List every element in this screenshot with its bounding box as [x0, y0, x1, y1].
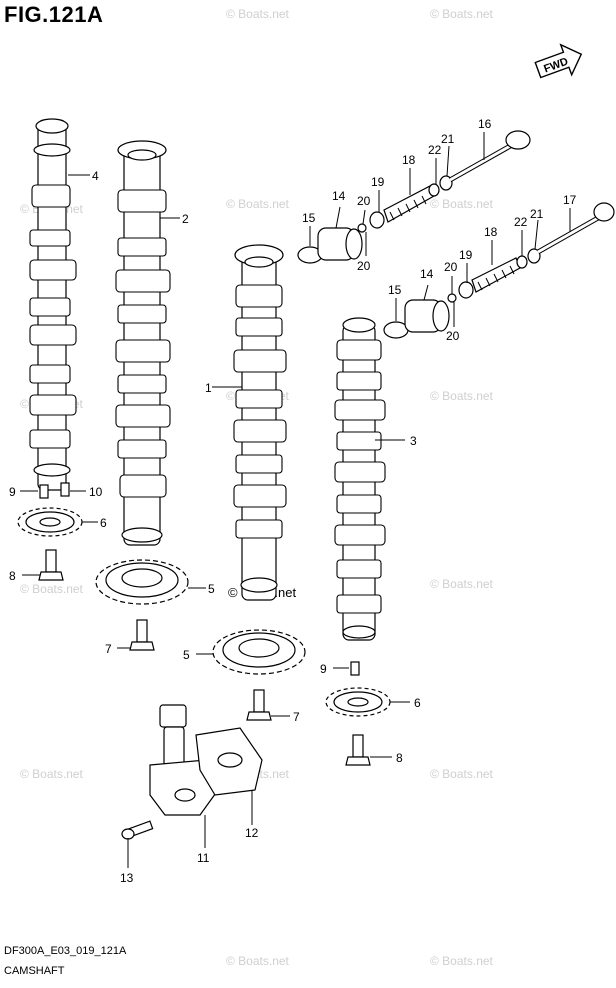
callout-18: 18	[484, 225, 498, 239]
camshaft-4	[29, 118, 77, 491]
footer-name: CAMSHAFT	[4, 965, 65, 977]
callout-22: 22	[428, 143, 442, 157]
callout-7: 7	[293, 710, 300, 724]
callout-16: 16	[478, 117, 492, 131]
watermark: © Boats.net	[430, 954, 494, 968]
retainer-19	[369, 211, 385, 229]
callout-10: 10	[89, 485, 103, 499]
callout-5: 5	[183, 648, 190, 662]
callout-14: 14	[420, 267, 434, 281]
sprocket-6-left	[17, 507, 83, 537]
figure-title: FIG.121A	[4, 2, 104, 27]
callout-2: 2	[182, 212, 189, 226]
valve-train-upper	[297, 130, 531, 264]
callout-8: 8	[396, 751, 403, 765]
leader-lines	[20, 132, 571, 868]
watermark: © Boats.net	[430, 7, 494, 21]
seal-22-lower	[516, 255, 528, 269]
callout-18: 18	[402, 153, 416, 167]
callout-20: 20	[357, 194, 371, 208]
watermark: © Boats.net	[430, 389, 494, 403]
callout-1: 1	[205, 381, 212, 395]
sprocket-5-center	[212, 629, 306, 675]
seal-22	[428, 183, 440, 197]
valve-17	[593, 202, 615, 222]
callout-15: 15	[302, 211, 316, 225]
callout-8: 8	[9, 569, 16, 583]
callout-11: 11	[197, 851, 210, 865]
callout-9: 9	[320, 662, 327, 676]
callout-20: 20	[444, 260, 458, 274]
bolt-7-center	[246, 689, 272, 721]
camshaft-3	[334, 317, 386, 641]
callout-7: 7	[105, 642, 112, 656]
bolt-13	[121, 820, 154, 840]
callouts: 1 2 3 4 5 5 6 6 7 7 8 8 9 9 10 11 12 13 …	[9, 117, 577, 885]
pin-10	[60, 482, 70, 497]
pin-9-right	[350, 661, 360, 676]
sprocket-5-left	[95, 559, 189, 605]
shim-15-lower	[383, 321, 409, 339]
camshaft-1	[233, 244, 287, 601]
fwd-arrow-icon: FWD	[534, 43, 583, 79]
pin-9-left	[39, 484, 49, 499]
callout-14: 14	[332, 189, 346, 203]
watermark: © Boats.net	[226, 954, 290, 968]
callout-3: 3	[410, 434, 417, 448]
callout-20: 20	[446, 329, 460, 343]
callout-21: 21	[441, 132, 455, 146]
callout-9: 9	[9, 485, 16, 499]
camshaft-2	[115, 140, 171, 546]
watermark: © Boats.net	[226, 197, 290, 211]
callout-21: 21	[530, 207, 544, 221]
callout-6: 6	[414, 696, 421, 710]
callout-19: 19	[371, 175, 385, 189]
sprocket-6-right	[325, 687, 391, 717]
retainer-19-lower	[458, 281, 474, 299]
callout-5: 5	[208, 582, 215, 596]
watermark: © Boats.net	[430, 577, 494, 591]
callout-12: 12	[245, 826, 259, 840]
bolt-7-left	[129, 619, 155, 651]
callout-20: 20	[357, 259, 371, 273]
seat-21	[439, 175, 453, 191]
bolt-8-right	[345, 734, 371, 766]
oil-control-valve-11	[149, 704, 219, 816]
watermark: © Boats.net	[226, 7, 290, 21]
watermark: © Boats.net	[20, 582, 84, 596]
bolt-8-left	[38, 549, 64, 581]
seat-21-lower	[527, 248, 541, 264]
gasket-12	[195, 727, 263, 796]
callout-4: 4	[92, 169, 99, 183]
footer-code: DF300A_E03_019_121A	[4, 945, 127, 957]
spring-18	[383, 185, 435, 223]
callout-6: 6	[100, 516, 107, 530]
callout-15: 15	[388, 283, 402, 297]
keeper-20-lower	[447, 293, 457, 303]
callout-17: 17	[563, 193, 577, 207]
watermark: © Boats.net	[430, 197, 494, 211]
watermark: © Boats.net	[20, 767, 84, 781]
callout-22: 22	[514, 215, 528, 229]
keeper-20	[357, 223, 367, 233]
callout-13: 13	[120, 871, 134, 885]
watermark: © Boats.net	[430, 767, 494, 781]
callout-19: 19	[459, 248, 473, 262]
valve-train-lower	[383, 202, 615, 339]
spring-18-lower	[471, 257, 521, 293]
valve-16	[505, 130, 531, 150]
